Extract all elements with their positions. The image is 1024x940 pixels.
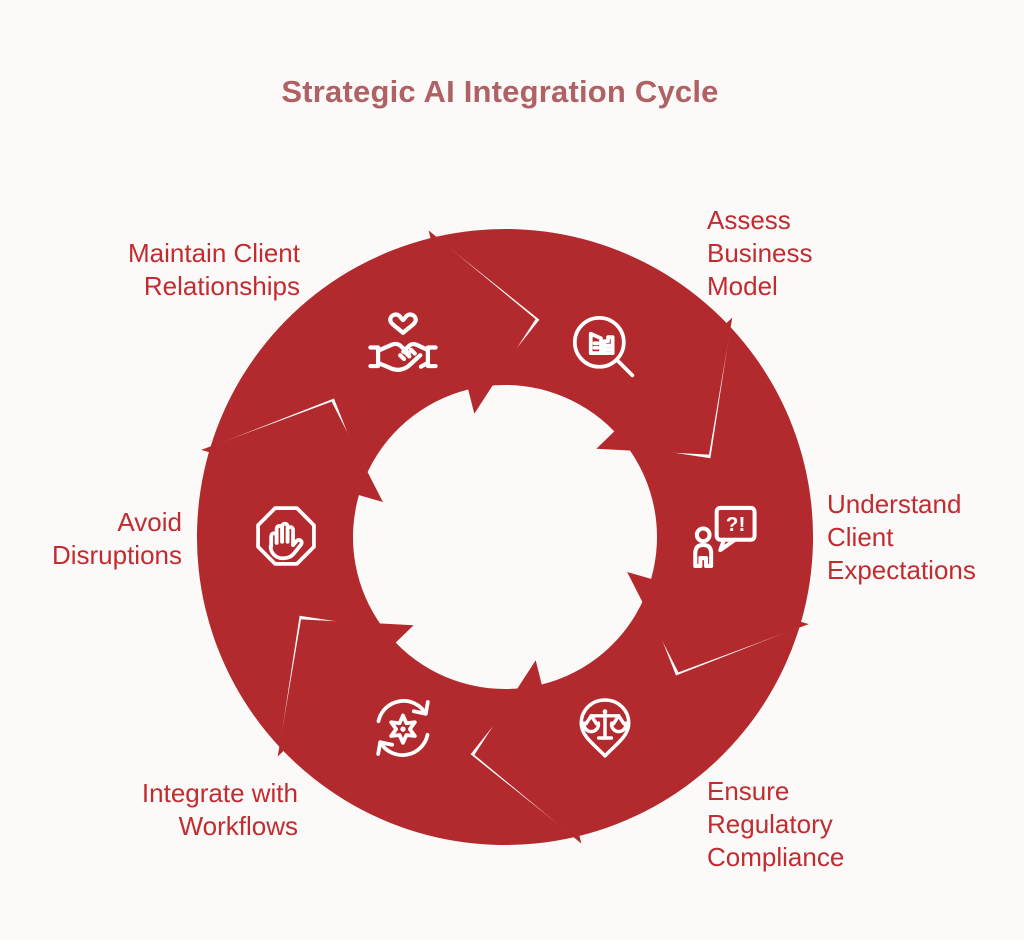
cycle-arrow-segment-understand-client-expectations [626,326,814,673]
gear-sync-icon [362,687,444,769]
handshake-heart-icon [357,306,449,398]
diagram-title: Strategic AI Integration Cycle [281,74,719,109]
cycle-arrow-segment-avoid-disruptions [196,401,384,748]
step-label-ensure-regulatory-compliance: Ensure Regulatory Compliance [707,776,845,872]
cycle-arrow-segment-maintain-client-relationships [210,230,536,478]
scales-pin-icon [567,691,643,767]
question-exclamation-text: ?! [726,513,746,536]
magnifier-chart-icon [564,307,646,389]
step-label-understand-client-expectations: Understand Client Expectations [827,489,976,585]
person-question-icon: ?! [680,489,768,577]
hand-stop-icon [245,495,327,577]
cycle-arrow-segment-assess-business-model [435,228,733,455]
step-label-integrate-with-workflows: Integrate with Workflows [141,778,298,841]
cycle-arrow-segment-integrate-with-workflows [277,619,575,846]
step-label-avoid-disruptions: Avoid Disruptions [51,507,182,570]
step-label-assess-business-model: Assess Business Model [707,205,813,301]
step-label-maintain-client-relationships: Maintain Client Relationships [128,238,300,301]
cycle-arrow-segment-ensure-regulatory-compliance [474,596,800,844]
